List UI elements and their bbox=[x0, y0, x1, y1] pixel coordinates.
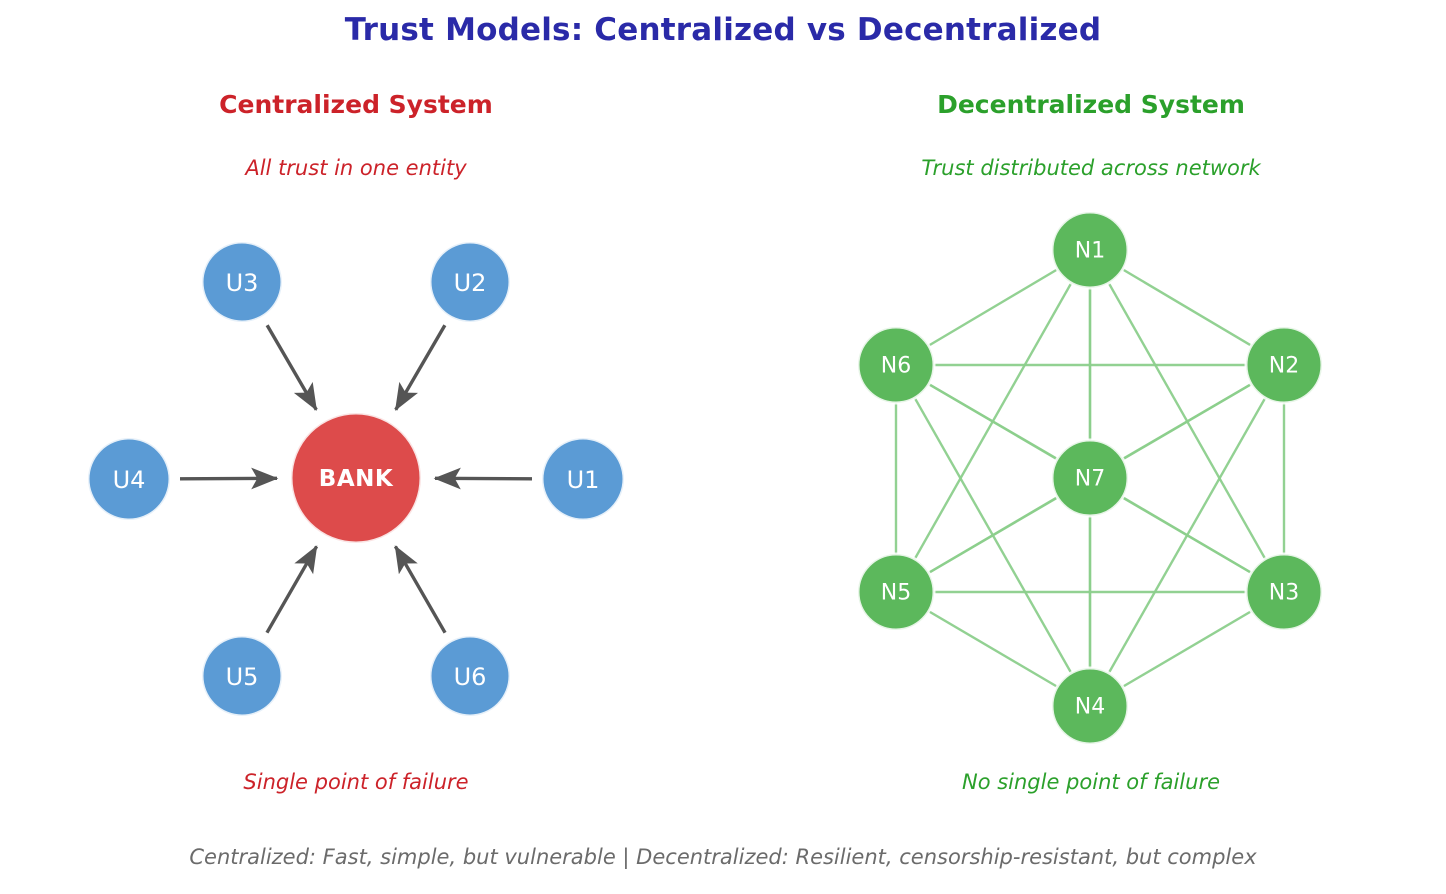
left-panel-caption: Single point of failure bbox=[243, 770, 469, 794]
network-node-n7-label: N7 bbox=[1075, 467, 1105, 492]
user-node-u3-label: U3 bbox=[226, 269, 259, 297]
trust-arrow-u3 bbox=[265, 324, 318, 411]
network-node-n2[interactable]: N2 bbox=[1244, 325, 1324, 405]
trust-arrow-u2 bbox=[394, 324, 447, 411]
network-node-n4-circle[interactable] bbox=[1050, 666, 1130, 746]
network-node-n5-label: N5 bbox=[881, 581, 911, 606]
page-title: Trust Models: Centralized vs Decentraliz… bbox=[344, 12, 1102, 48]
user-node-u1-label: U1 bbox=[567, 466, 600, 494]
user-node-u5[interactable]: U5 bbox=[200, 634, 284, 718]
user-node-u6-circle[interactable] bbox=[428, 634, 512, 718]
hub-node-bank-circle[interactable] bbox=[289, 411, 423, 545]
hub-node-bank-label: BANK bbox=[319, 466, 394, 492]
user-node-u3[interactable]: U3 bbox=[200, 240, 284, 324]
right-panel-caption: No single point of failure bbox=[961, 770, 1221, 794]
user-node-u4[interactable]: U4 bbox=[86, 436, 172, 522]
network-node-n5[interactable]: N5 bbox=[856, 552, 936, 632]
footer-note: Centralized: Fast, simple, but vulnerabl… bbox=[189, 845, 1257, 869]
network-node-n5-circle[interactable] bbox=[856, 552, 936, 632]
trust-arrow-u6 bbox=[393, 545, 447, 634]
network-node-n4[interactable]: N4 bbox=[1050, 666, 1130, 746]
network-node-n2-circle[interactable] bbox=[1244, 325, 1324, 405]
user-node-u2-circle[interactable] bbox=[428, 240, 512, 324]
trust-arrow-u5 bbox=[265, 545, 319, 634]
network-node-n6[interactable]: N6 bbox=[856, 325, 936, 405]
network-node-n3[interactable]: N3 bbox=[1244, 552, 1324, 632]
user-node-u5-circle[interactable] bbox=[200, 634, 284, 718]
network-node-n3-circle[interactable] bbox=[1244, 552, 1324, 632]
user-node-u6-label: U6 bbox=[454, 663, 487, 691]
left-panel-title: Centralized System bbox=[219, 90, 493, 119]
network-node-n3-label: N3 bbox=[1269, 581, 1299, 606]
network-node-n1[interactable]: N1 bbox=[1050, 210, 1130, 290]
hub-node-bank[interactable]: BANK bbox=[289, 411, 423, 545]
network-node-n4-label: N4 bbox=[1075, 695, 1105, 720]
right-panel-title: Decentralized System bbox=[937, 90, 1245, 119]
network-node-n6-label: N6 bbox=[881, 354, 911, 379]
network-node-n1-label: N1 bbox=[1075, 239, 1105, 264]
network-node-n2-label: N2 bbox=[1269, 354, 1299, 379]
network-node-n6-circle[interactable] bbox=[856, 325, 936, 405]
right-panel-subtitle: Trust distributed across network bbox=[921, 156, 1261, 180]
user-node-u1-circle[interactable] bbox=[540, 436, 626, 522]
network-node-n7-circle[interactable] bbox=[1050, 438, 1130, 518]
user-node-u4-label: U4 bbox=[113, 466, 146, 494]
user-node-u2-label: U2 bbox=[454, 269, 487, 297]
trust-arrow-group bbox=[179, 324, 533, 634]
left-panel-subtitle: All trust in one entity bbox=[245, 156, 467, 180]
user-node-u2[interactable]: U2 bbox=[428, 240, 512, 324]
network-node-n7[interactable]: N7 bbox=[1050, 438, 1130, 518]
user-node-u4-circle[interactable] bbox=[86, 436, 172, 522]
user-node-u5-label: U5 bbox=[226, 663, 259, 691]
user-node-u3-circle[interactable] bbox=[200, 240, 284, 324]
network-node-n1-circle[interactable] bbox=[1050, 210, 1130, 290]
user-node-u6[interactable]: U6 bbox=[428, 634, 512, 718]
user-node-u1[interactable]: U1 bbox=[540, 436, 626, 522]
